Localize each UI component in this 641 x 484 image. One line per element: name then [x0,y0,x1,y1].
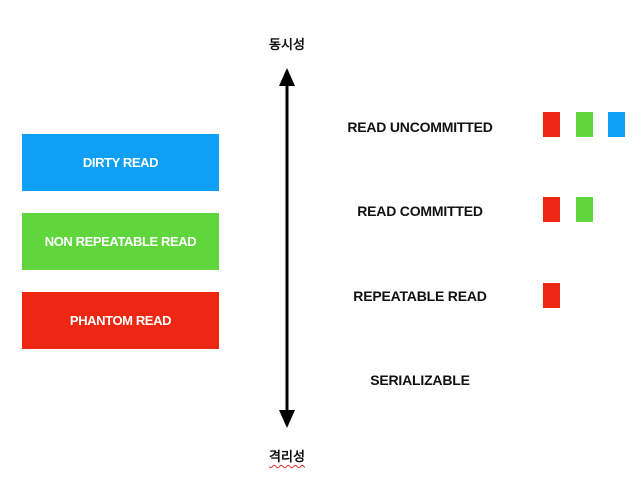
legend-non-repeatable-read: NON REPEATABLE READ [22,213,219,270]
level-repeatable-read: REPEATABLE READ [353,288,487,304]
level-read-committed: READ COMMITTED [357,203,483,219]
legend-dirty-read: DIRTY READ [22,134,219,191]
legend-phantom-read: PHANTOM READ [22,292,219,349]
marker-non-repeatable-read [576,197,593,222]
marker-non-repeatable-read [576,112,593,137]
arrow-down-icon [279,410,295,428]
marker-phantom-read [543,283,560,308]
level-serializable: SERIALIZABLE [370,372,470,388]
marker-dirty-read [608,112,625,137]
axis-top-label: 동시성 [269,37,305,52]
double-arrow-axis [279,68,295,428]
axis-bottom-label: 격리성 [269,449,305,464]
marker-phantom-read [543,112,560,137]
arrow-up-icon [279,68,295,86]
level-read-uncommitted: READ UNCOMMITTED [347,119,493,135]
marker-phantom-read [543,197,560,222]
